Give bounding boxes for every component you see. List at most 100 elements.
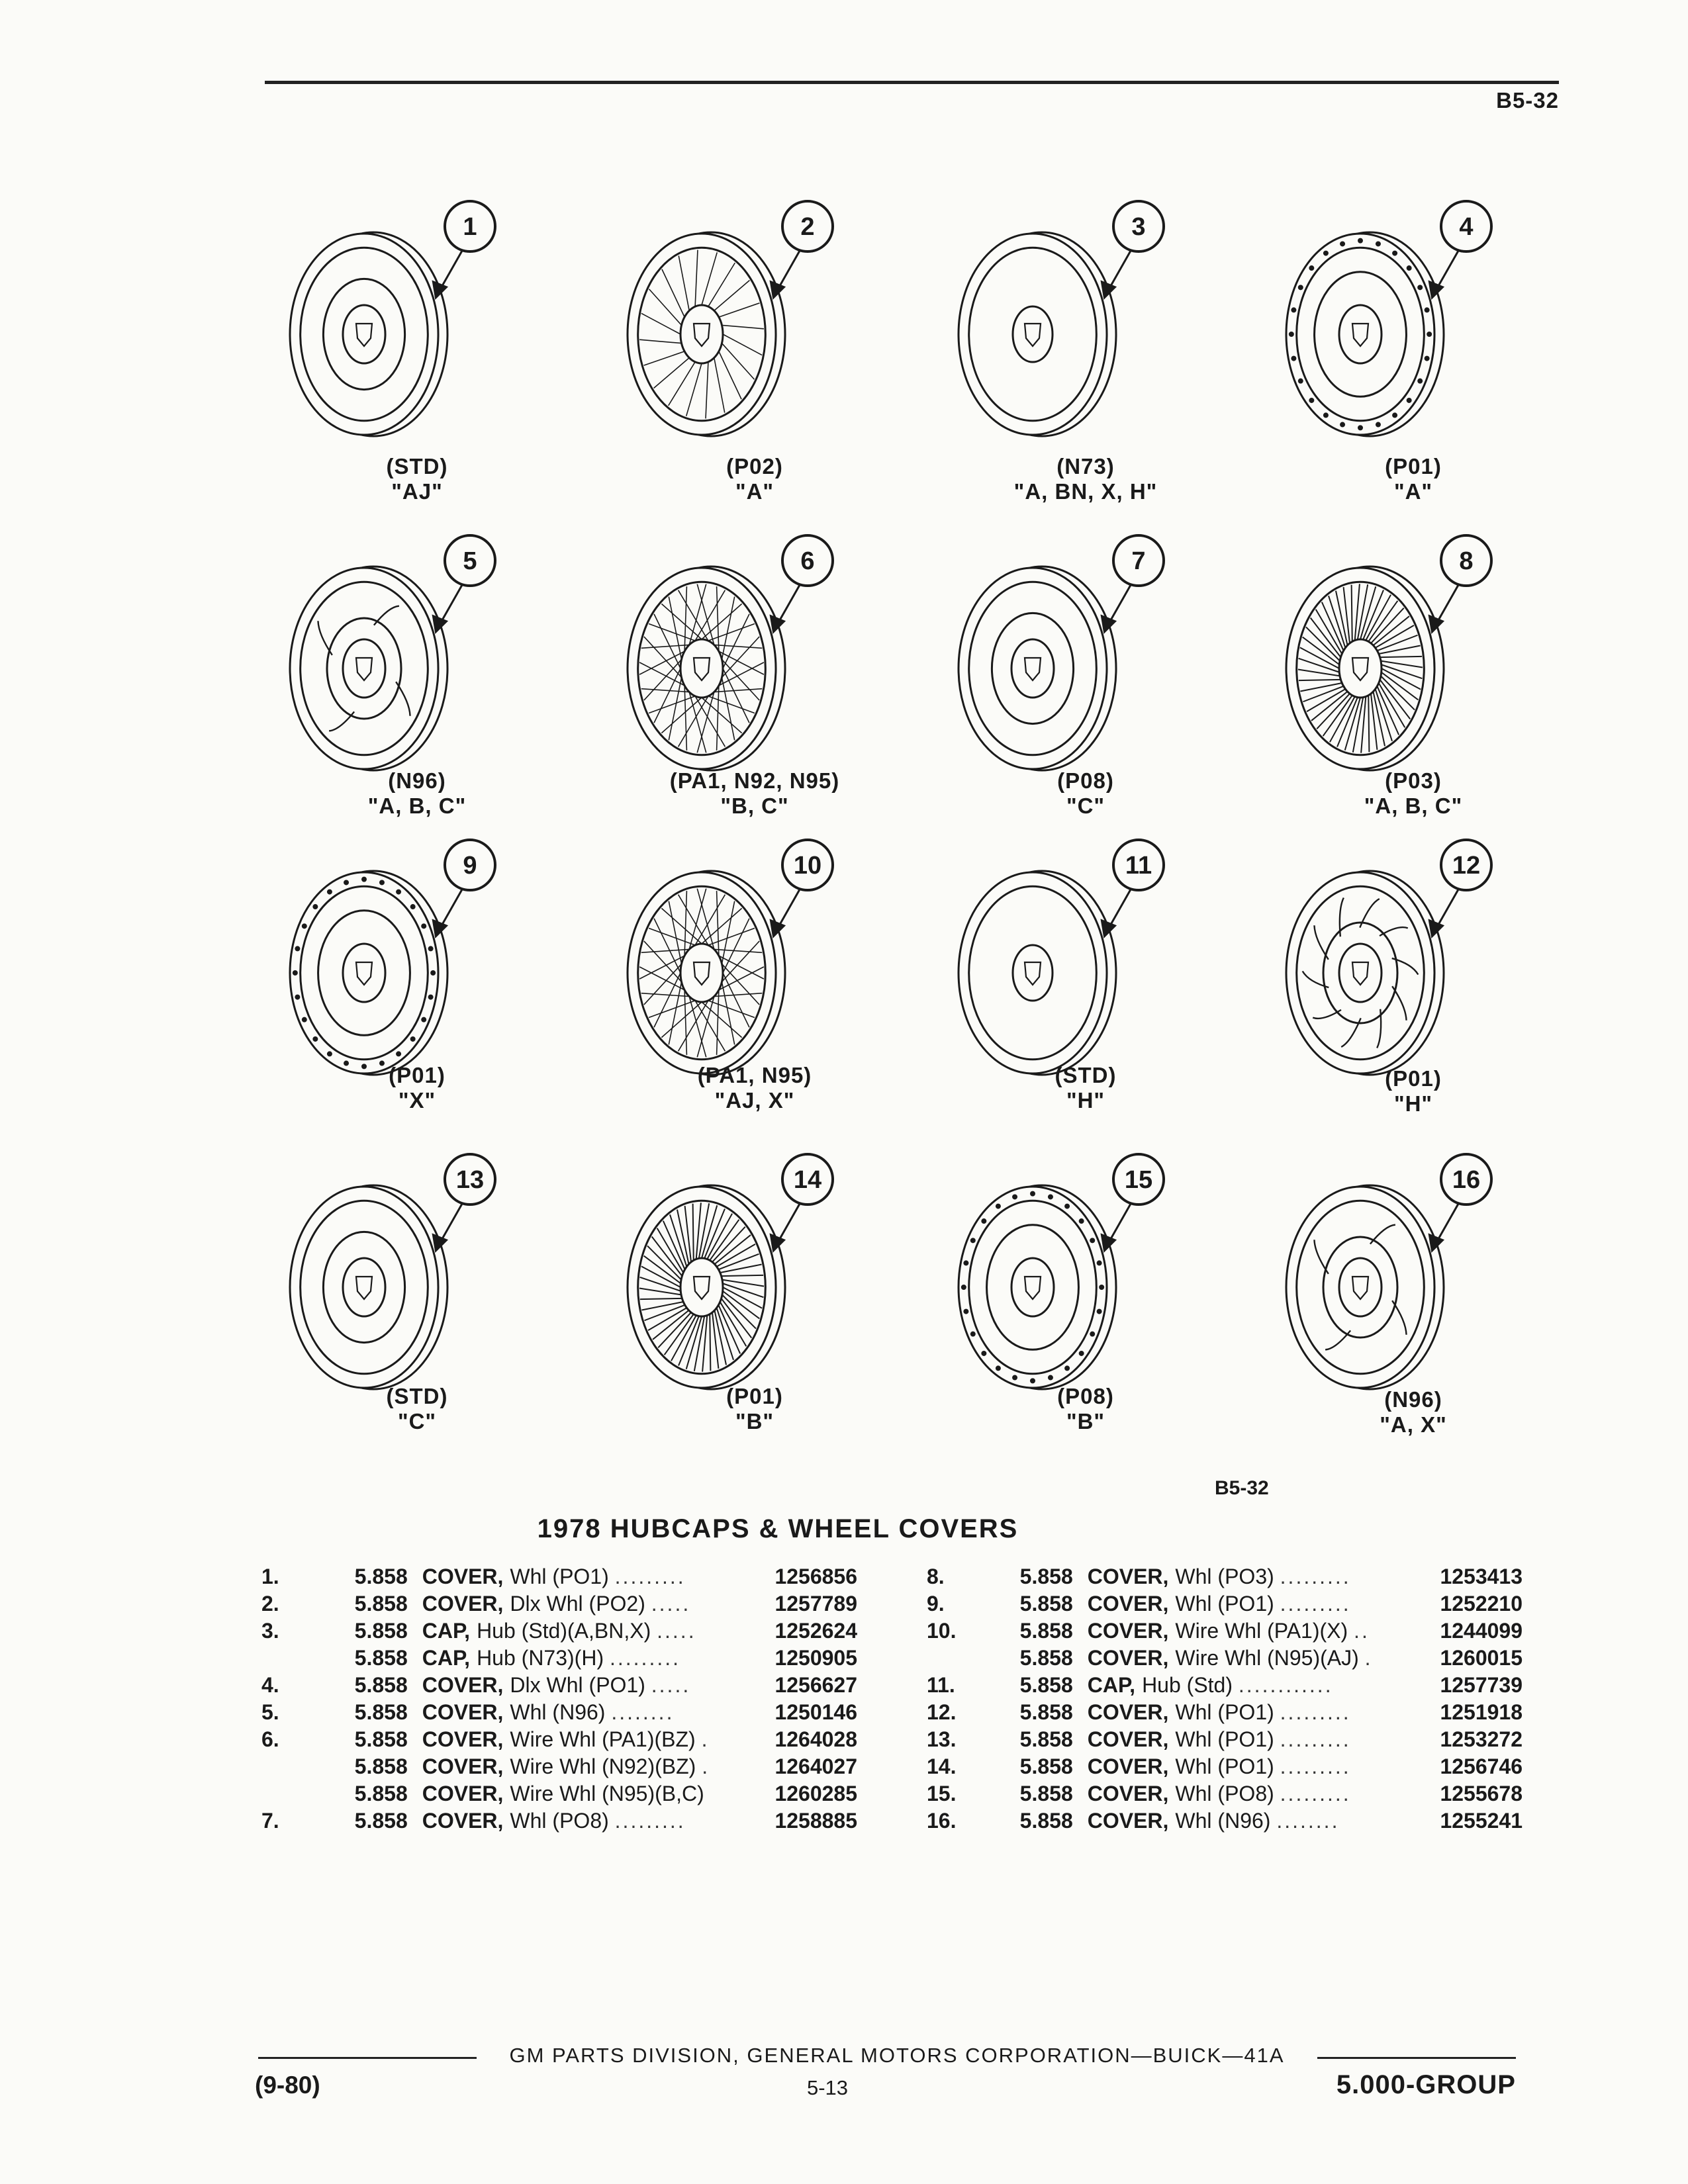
dot-leader: . [701,1727,710,1751]
wheel-drawing: 3 [957,200,1165,437]
spoke-line [718,351,742,400]
spoke-line [1297,668,1340,677]
part-noun: CAP, [422,1619,471,1643]
wheel-cover-8-icon: 8 [1285,534,1493,772]
spoke-line [716,891,720,956]
wheel-cover-illustration-15: 15(P08)"B" [920,1118,1251,1449]
buick-emblem-icon [692,961,711,986]
rim-inner [968,885,1098,1061]
item-number: 6. [261,1727,279,1751]
spoke-line [721,596,735,660]
spoke-line [1300,682,1342,692]
revision-date: (9-80) [255,2071,320,2099]
spoke-line [722,1290,760,1320]
page-code: B5-32 [1496,88,1559,113]
rim-dot [1090,1331,1096,1337]
group-code: 5.858 [1019,1782,1073,1805]
wheel-cover-illustration-6: 6(PA1, N92, N95)"B, C" [589,500,920,831]
vent-slot [395,681,411,716]
rim-dot [981,1350,987,1356]
item-number: 10. [927,1619,957,1643]
spoke-line [722,668,750,723]
dot-leader: ........ [1276,1809,1340,1833]
spoke-line [1379,679,1411,720]
hub-center [342,1257,387,1318]
vent-slot [1312,1009,1342,1020]
vent-slot [1338,897,1344,937]
spoke-line [639,662,685,686]
rim-dot [1012,1375,1018,1381]
rim-dot [970,1238,976,1244]
figure-reference: B5-32 [1215,1477,1269,1499]
rim-dot [1078,1218,1084,1224]
part-number: 1256856 [774,1565,858,1588]
rim-inner [637,580,767,756]
spoke-line [685,1316,702,1369]
spoke-line [1309,617,1342,658]
rim-dot [326,1051,332,1057]
spoke-line [1354,584,1360,641]
spoke-line [696,996,715,1058]
rim-inner [637,1199,767,1375]
rim-dot [1064,1203,1070,1209]
group-code: 5.858 [354,1592,408,1615]
dot-leader: .. [1354,1619,1370,1643]
rim-dot [1078,1350,1084,1356]
spoke-line [718,651,765,675]
rim-dot [1427,332,1432,337]
callout-number: 1 [463,213,477,241]
rim-dot [1099,1285,1105,1290]
spoke-line [721,901,735,964]
spoke-line [688,584,707,645]
buick-emblem-icon [1023,1275,1042,1300]
group-code: 5.858 [1019,1565,1073,1588]
group-number: 5.000-GROUP [1336,2070,1516,2099]
spoke-line [656,1228,684,1273]
part-spec: Whl (PO1) [1175,1754,1274,1778]
spoke-line [698,1203,710,1259]
spoke-line [722,918,750,974]
dot-leader: ......... [1280,1782,1351,1805]
callout-number: 6 [800,547,814,575]
spoke-line [712,1226,746,1263]
wheel-drawing: 8 [1285,534,1493,772]
spoke-line [1374,688,1393,742]
rim-dot [1358,238,1363,244]
callout-circle [1112,1153,1165,1206]
spoke-line [701,1001,743,1038]
spoke-line [709,1219,740,1261]
group-code: 5.858 [354,1754,408,1778]
wheel-drawing: 15 [957,1153,1165,1390]
spoke-line [657,1312,692,1349]
spoke-line [696,692,715,753]
rim-dot [1030,1191,1035,1197]
wheel-cover-illustration-12: 12(P01)"H" [1248,804,1579,1135]
option-code: (P01) [726,1384,783,1408]
wheel-drawing: 13 [289,1153,496,1390]
buick-emblem-icon [692,657,711,682]
buick-emblem-icon [1351,657,1370,682]
wheel-cover-13-icon: 13 [289,1153,496,1390]
spoke-line [639,339,682,344]
part-spec: Whl (N96) [510,1700,606,1724]
rim-dot [1297,378,1303,384]
callout-number: 15 [1125,1166,1152,1194]
option-code: (P08) [1057,1384,1114,1408]
spoke-line [641,312,681,335]
rim-dot [421,1017,427,1023]
wheel-drawing: 14 [626,1153,834,1390]
spoke-line [722,614,750,669]
spoke-line [714,644,763,649]
spoke-line [648,1000,696,1019]
rim-dot [292,970,298,976]
part-noun: CAP, [422,1646,471,1670]
spoke-line [1356,584,1369,640]
spoke-line [714,1234,751,1265]
wheel-drawing: 6 [626,534,834,772]
spoke-line [704,1208,726,1259]
vent-slot [1391,957,1419,976]
